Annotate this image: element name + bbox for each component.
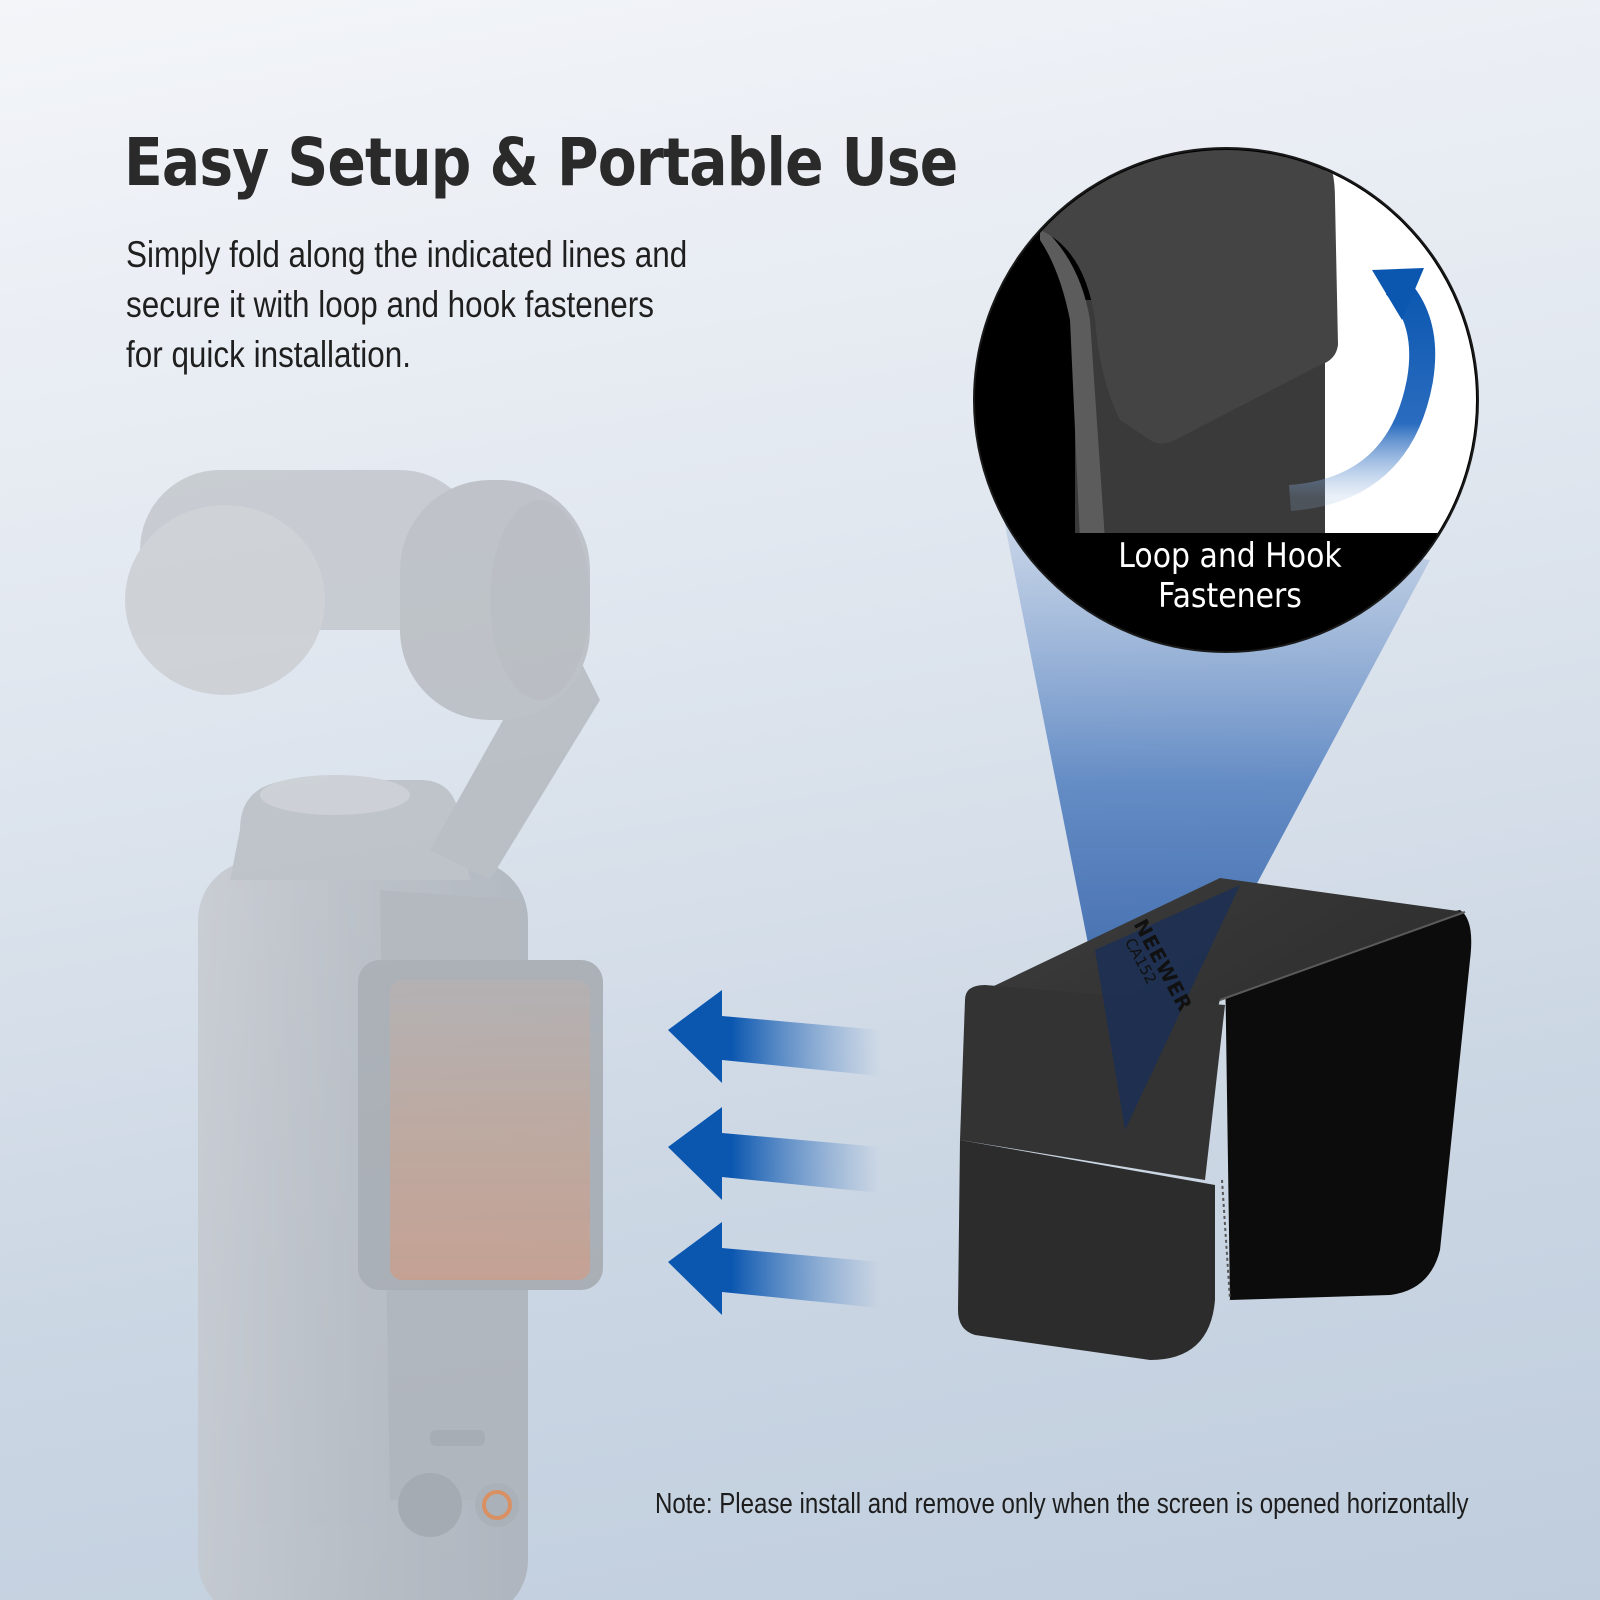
arrow-left-icon	[668, 1222, 880, 1315]
page-title: Easy Setup & Portable Use	[124, 124, 958, 201]
install-note: Note: Please install and remove only whe…	[655, 1488, 1469, 1520]
gimbal-device	[125, 470, 603, 1600]
record-button-icon	[482, 1490, 512, 1520]
sunshade-hood	[958, 878, 1472, 1360]
callout-label: Loop and Hook Fasteners	[1054, 536, 1406, 616]
arrow-left-icon	[668, 1107, 880, 1200]
arrow-left-icon-group	[668, 990, 880, 1315]
callout-label-line1: Loop and Hook	[1118, 536, 1342, 576]
arrow-left-icon	[668, 990, 880, 1083]
description-line: secure it with loop and hook fasteners	[126, 284, 654, 325]
curved-arrow-up-icon	[1288, 268, 1436, 511]
description-line: for quick installation.	[126, 334, 411, 375]
callout-label-line2: Fasteners	[1158, 576, 1302, 616]
description: Simply fold along the indicated lines an…	[126, 230, 687, 380]
callout-circle	[973, 147, 1479, 653]
description-line: Simply fold along the indicated lines an…	[126, 234, 688, 275]
